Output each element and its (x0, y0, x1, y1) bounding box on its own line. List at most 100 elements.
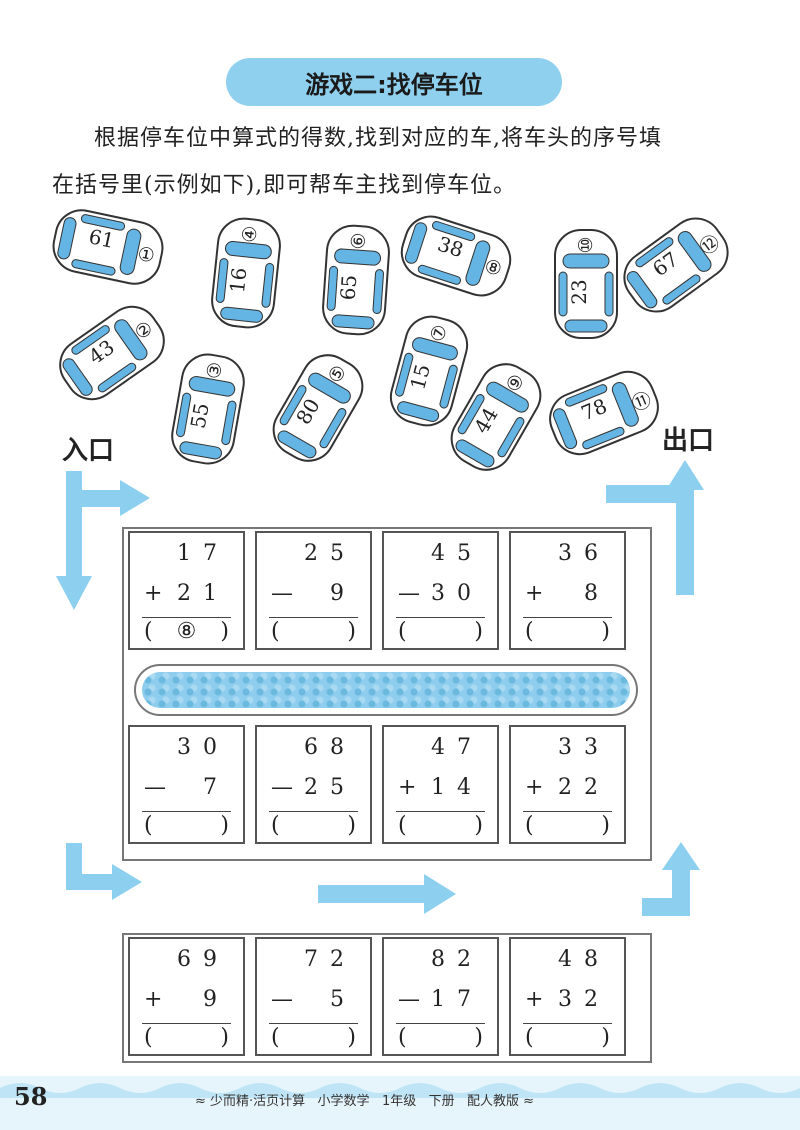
addend-bottom: 5 (330, 987, 356, 1012)
addend-top: 72 (304, 947, 356, 972)
answer-value (407, 619, 475, 644)
answer-value (407, 813, 475, 838)
addend-bottom: 8 (584, 581, 610, 606)
answer-bracket[interactable]: () (398, 619, 483, 644)
parking-row-2: 30—7()68—25()47+14()33+22() (128, 725, 626, 844)
addend-bottom: 21 (177, 581, 229, 606)
addend-top: 82 (431, 947, 483, 972)
answer-bracket[interactable]: () (271, 1025, 356, 1050)
parking-row-1: 17+21(⑧)25—9()45—30()36+8() (128, 531, 626, 650)
instructions: 根据停车位中算式的得数,找到对应的车,将车头的序号填 在括号里(示例如下),即可… (52, 115, 752, 209)
paren-open: ( (398, 813, 407, 838)
addend-bottom: 25 (304, 775, 356, 800)
answer-bracket[interactable]: (⑧) (144, 619, 229, 644)
addend-bottom: 32 (558, 987, 610, 1012)
answer-value (153, 813, 221, 838)
page-title: 游戏二:找停车位 (305, 70, 483, 99)
paren-open: ( (398, 1025, 407, 1050)
parking-space: 17 +21 (⑧) (128, 531, 245, 650)
operator: — (271, 581, 293, 606)
paren-open: ( (144, 1025, 153, 1050)
operator: — (271, 775, 293, 800)
answer-bracket[interactable]: () (144, 813, 229, 838)
answer-value (280, 1025, 348, 1050)
answer-bracket[interactable]: () (271, 619, 356, 644)
addend-top: 25 (304, 541, 356, 566)
answer-value (534, 1025, 602, 1050)
addend-top: 17 (177, 541, 229, 566)
paren-open: ( (271, 813, 280, 838)
instruction-line-2: 在括号里(示例如下),即可帮车主找到停车位。 (52, 173, 517, 198)
answer-bracket[interactable]: () (525, 619, 610, 644)
operator: + (144, 987, 163, 1012)
addend-top: 69 (177, 947, 229, 972)
equation-line (523, 1023, 612, 1024)
arrow-turn-right-icon (66, 843, 142, 900)
addend-top: 68 (304, 735, 356, 760)
parking-space: 82 — 17 () (382, 937, 499, 1056)
operator: — (398, 987, 420, 1012)
parking-space: 33+22() (509, 725, 626, 844)
car-body-icon (623, 217, 729, 313)
paren-close: ) (220, 813, 229, 838)
paren-close: ) (347, 813, 356, 838)
equation-line (396, 1023, 485, 1024)
answer-value (534, 619, 602, 644)
addend-bottom: 14 (431, 775, 483, 800)
car-body-icon (554, 229, 618, 339)
addend-bottom: 7 (203, 775, 229, 800)
addend-bottom: 17 (431, 987, 483, 1012)
paren-close: ) (347, 1025, 356, 1050)
car-body-icon (549, 370, 659, 456)
paren-close: ) (474, 619, 483, 644)
equation-line (142, 617, 231, 618)
answer-bracket[interactable]: () (398, 1025, 483, 1050)
equation-line (269, 811, 358, 812)
footer-band (0, 1076, 800, 1130)
car-body-icon (400, 215, 512, 297)
answer-bracket[interactable]: () (525, 1025, 610, 1050)
answer-bracket[interactable]: () (398, 813, 483, 838)
parking-space: 36+8() (509, 531, 626, 650)
parking-lot-lower: 69+9()72—5()82—17()48+32() (122, 933, 652, 1063)
paren-open: ( (525, 619, 534, 644)
parking-space: 72 — 5 () (255, 937, 372, 1056)
paren-open: ( (144, 813, 153, 838)
operator: + (144, 581, 163, 606)
parking-space: 25—9() (255, 531, 372, 650)
parking-space: 45—30() (382, 531, 499, 650)
car-body-icon (272, 354, 364, 462)
paren-open: ( (271, 1025, 280, 1050)
answer-value (407, 1025, 475, 1050)
addend-bottom: 22 (558, 775, 610, 800)
hedge-divider (134, 664, 638, 716)
operator: — (271, 987, 293, 1012)
paren-close: ) (347, 619, 356, 644)
parking-space: 68 — 25 () (255, 725, 372, 844)
equation-line (142, 811, 231, 812)
addend-top: 30 (177, 735, 229, 760)
car-body-icon (322, 224, 390, 336)
answer-bracket[interactable]: () (271, 813, 356, 838)
parking-space: 48+32() (509, 937, 626, 1056)
equation-line (269, 1023, 358, 1024)
answer-value (153, 1025, 221, 1050)
answer-value: ⑧ (176, 619, 197, 644)
parking-space: 47+14() (382, 725, 499, 844)
car-body-icon (450, 363, 542, 471)
answer-value (534, 813, 602, 838)
operator: + (398, 775, 417, 800)
parking-space: 69+9() (128, 937, 245, 1056)
answer-bracket[interactable]: () (525, 813, 610, 838)
paren-open: ( (525, 813, 534, 838)
paren-close: ) (601, 813, 610, 838)
answer-bracket[interactable]: () (144, 1025, 229, 1050)
